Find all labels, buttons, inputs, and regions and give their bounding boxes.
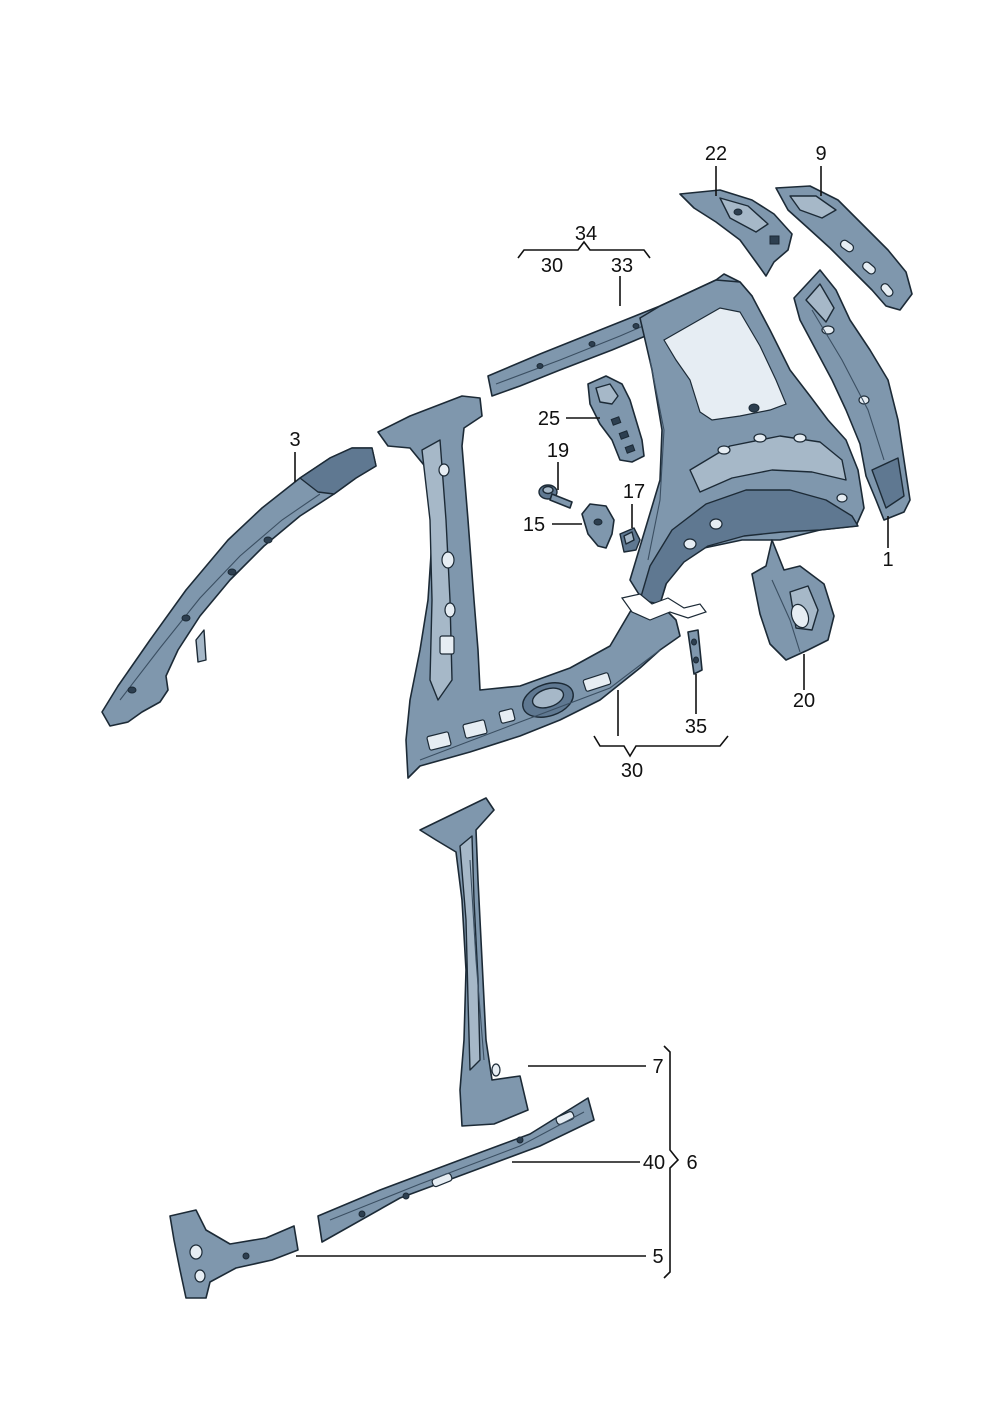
callout-6: 6 <box>686 1152 697 1174</box>
part-22-bracket[interactable] <box>679 189 793 277</box>
part-35-strip[interactable] <box>687 629 703 675</box>
callout-19: 19 <box>547 440 569 462</box>
callout-33: 33 <box>611 255 633 277</box>
part-40-sill[interactable] <box>317 1097 595 1243</box>
part-20-bracket[interactable] <box>751 539 835 661</box>
callout-35: 35 <box>685 716 707 738</box>
part-5-sill-front[interactable] <box>169 1209 299 1299</box>
callout-30-top: 30 <box>541 255 563 277</box>
callout-1: 1 <box>882 549 893 571</box>
leader-lines <box>294 166 889 1257</box>
part-7-pillar[interactable] <box>419 797 529 1127</box>
callout-labels: 3 22 9 1 34 30 33 25 19 17 15 20 35 30 7… <box>289 143 893 1268</box>
callout-7: 7 <box>652 1056 663 1078</box>
callout-15: 15 <box>523 514 545 536</box>
callout-20: 20 <box>793 690 815 712</box>
callout-22: 22 <box>705 143 727 165</box>
part-3-roof-rail[interactable] <box>101 447 377 727</box>
part-17-clip[interactable] <box>619 527 641 553</box>
part-1-panel[interactable] <box>793 269 911 521</box>
part-30-rear-quarter[interactable] <box>620 279 865 621</box>
callout-9: 9 <box>815 143 826 165</box>
callout-30-bottom: 30 <box>621 760 643 782</box>
callout-17: 17 <box>623 481 645 503</box>
part-19-screw[interactable] <box>538 484 573 509</box>
part-30-side-panel[interactable] <box>377 395 681 779</box>
callout-3: 3 <box>289 429 300 451</box>
group-braces <box>517 240 729 1279</box>
callout-40: 40 <box>643 1152 665 1174</box>
part-25-bracket[interactable] <box>587 375 645 463</box>
callout-5: 5 <box>652 1246 663 1268</box>
callout-34: 34 <box>575 223 597 245</box>
callout-25: 25 <box>538 408 560 430</box>
part-15-plate[interactable] <box>581 503 615 549</box>
part-9-bracket[interactable] <box>775 185 913 311</box>
